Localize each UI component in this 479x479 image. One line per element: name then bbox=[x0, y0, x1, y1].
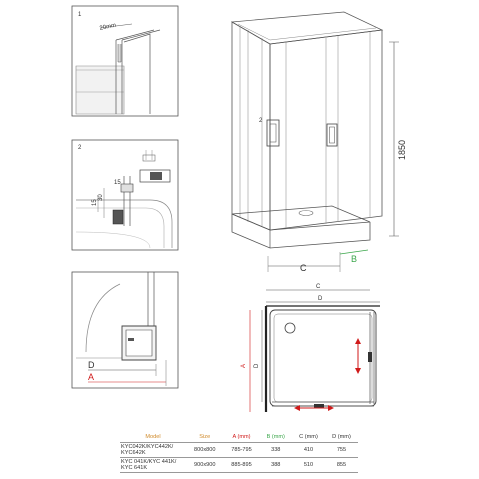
cell-c: 410 bbox=[292, 442, 325, 458]
header-d: D (mm) bbox=[324, 433, 358, 443]
front-view-label-2: 2 bbox=[259, 118, 263, 124]
plan-label-d-side: D bbox=[254, 363, 260, 368]
detail-2-dim-c: 15 bbox=[92, 199, 98, 206]
cell-a: 785-795 bbox=[223, 442, 260, 458]
front-view: 2 1850 C B bbox=[230, 11, 407, 273]
cell-b: 388 bbox=[259, 457, 292, 473]
plan-view: C D A D bbox=[241, 284, 380, 412]
cell-size: 800x800 bbox=[186, 442, 224, 458]
detail-1-number: 1 bbox=[78, 12, 82, 18]
header-b: B (mm) bbox=[259, 433, 292, 443]
cell-size: 900x900 bbox=[186, 457, 224, 473]
header-size: Size bbox=[186, 433, 224, 443]
detail-3-label-a: A bbox=[88, 372, 94, 382]
front-view-label-b: B bbox=[351, 254, 357, 264]
detail-1-dimension: 20mm bbox=[99, 23, 117, 32]
cell-model: KYC042K/KYC442K/ KYC642K bbox=[120, 442, 186, 458]
header-c: C (mm) bbox=[292, 433, 325, 443]
detail-2-dim-a: 15 bbox=[114, 180, 121, 186]
plan-label-d-top: D bbox=[318, 296, 323, 302]
plan-label-a: A bbox=[241, 364, 247, 368]
detail-1-panel: 1 20mm bbox=[71, 5, 179, 117]
detail-2-panel: 2 15 30 15 bbox=[71, 139, 179, 251]
cell-c: 510 bbox=[292, 457, 325, 473]
detail-3-label-d: D bbox=[88, 360, 95, 370]
table-header-row: Model Size A (mm) B (mm) C (mm) D (mm) bbox=[120, 433, 358, 443]
header-a: A (mm) bbox=[223, 433, 260, 443]
detail-2-number: 2 bbox=[78, 145, 82, 151]
cell-a: 885-895 bbox=[223, 457, 260, 473]
detail-3-panel: D A bbox=[71, 271, 179, 389]
front-view-label-c: C bbox=[300, 263, 307, 273]
table-row: KYC 041K/KYC 441K/ KYC 641K 900x900 885-… bbox=[120, 457, 358, 473]
table-row: KYC042K/KYC442K/ KYC642K 800x800 785-795… bbox=[120, 442, 358, 458]
cell-b: 338 bbox=[259, 442, 292, 458]
plan-label-c: C bbox=[316, 284, 321, 290]
cell-model: KYC 041K/KYC 441K/ KYC 641K bbox=[120, 457, 186, 473]
height-dimension: 1850 bbox=[397, 140, 407, 160]
header-model: Model bbox=[120, 433, 186, 443]
detail-2-dim-b: 30 bbox=[98, 194, 104, 201]
spec-table: Model Size A (mm) B (mm) C (mm) D (mm) K… bbox=[120, 433, 358, 473]
cell-d: 855 bbox=[324, 457, 358, 473]
cell-d: 755 bbox=[324, 442, 358, 458]
